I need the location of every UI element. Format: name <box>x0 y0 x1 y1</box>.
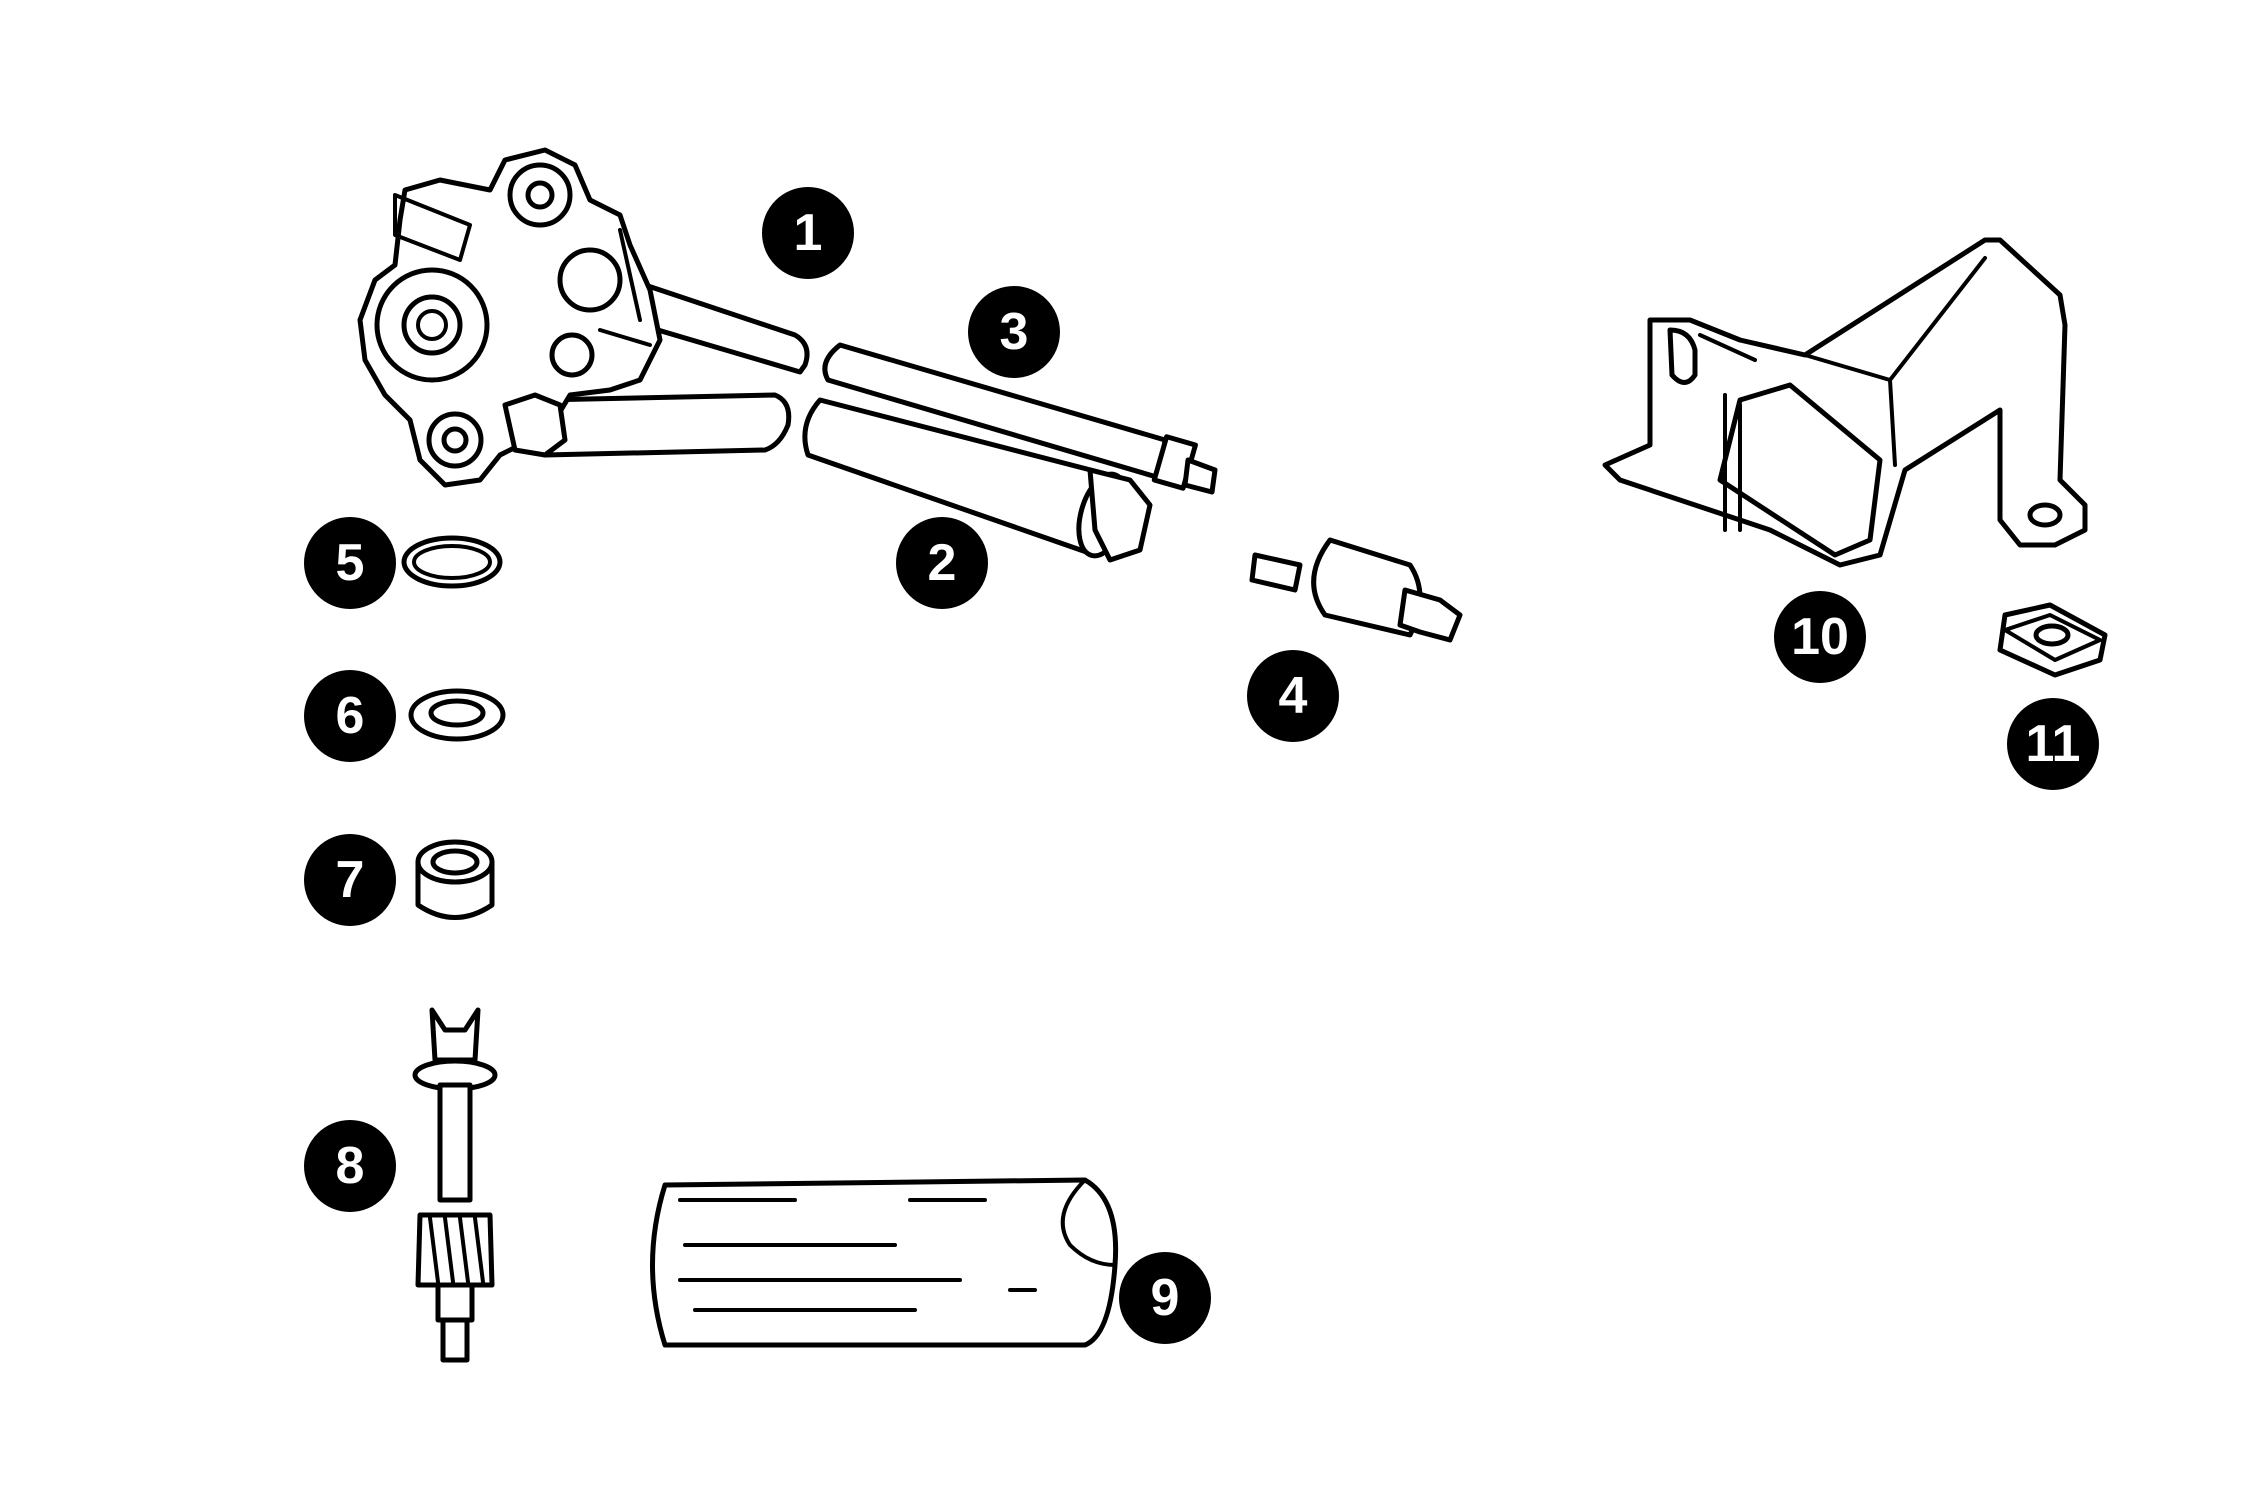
callout-7-label: 7 <box>336 851 365 909</box>
bracket-mount-hole <box>2027 502 2063 528</box>
part-o-ring <box>401 535 503 589</box>
gear-tip <box>440 1317 470 1363</box>
callout-11-circle <box>2007 698 2099 790</box>
bracket-side-strip <box>1723 393 1742 532</box>
bracket-front-tab <box>1717 382 1883 558</box>
part-square-nut <box>1997 602 2108 678</box>
bracket-hook <box>1667 327 1698 385</box>
part-drive-gear <box>412 1007 498 1363</box>
callout-3-circle <box>968 286 1060 378</box>
callout-3-label: 3 <box>1000 303 1029 361</box>
gear-top-tang <box>429 1007 481 1063</box>
pump-upper-bolt <box>557 247 623 313</box>
callout-5: 5 <box>304 517 396 609</box>
callout-9-label: 9 <box>1151 1269 1180 1327</box>
sleeve-body <box>650 1177 1119 1348</box>
callout-11-label: 11 <box>2026 715 2081 773</box>
washer-hole <box>428 698 486 728</box>
callout-4: 4 <box>1247 650 1339 742</box>
lower-hose-tube <box>802 397 1113 558</box>
filter-outlet-nozzle <box>1397 587 1463 643</box>
callout-2-circle <box>896 517 988 609</box>
gear-lower-shaft <box>435 1282 475 1323</box>
sleeve-end-line <box>1060 1178 1117 1267</box>
pump-lower-hose <box>537 392 792 458</box>
pump-housing <box>357 147 663 488</box>
callout-6: 6 <box>304 670 396 762</box>
callout-3: 3 <box>968 286 1060 378</box>
nut-hole <box>2033 623 2071 647</box>
callout-1-circle <box>762 187 854 279</box>
part-lower-oil-hose <box>802 397 1153 563</box>
part-tank-bracket <box>1602 237 2088 568</box>
o-ring-inner <box>412 544 492 580</box>
callout-1: 1 <box>762 187 854 279</box>
callout-8-label: 8 <box>336 1137 365 1195</box>
callout-4-circle <box>1247 650 1339 742</box>
callout-11: 11 <box>2007 698 2099 790</box>
bracket-fold-line <box>1698 256 1987 467</box>
callout-5-circle <box>304 517 396 609</box>
part-washer <box>408 688 506 742</box>
upper-hose-nozzle <box>1182 457 1218 495</box>
callout-8-circle <box>304 1120 396 1212</box>
pump-detail-line <box>598 228 652 347</box>
pump-main-bolt-inner <box>416 309 448 341</box>
callout-10-label: 10 <box>1791 608 1849 666</box>
part-bushing <box>415 839 495 920</box>
filter-body <box>1311 537 1423 638</box>
upper-hose-tube <box>822 342 1168 481</box>
callout-10-circle <box>1774 591 1866 683</box>
part-fuel-filter <box>1249 537 1463 643</box>
callout-7-circle <box>304 834 396 926</box>
callout-7: 7 <box>304 834 396 926</box>
callout-9: 9 <box>1119 1252 1211 1344</box>
callout-2-label: 2 <box>928 534 957 592</box>
pump-banjo-fitting <box>549 332 595 378</box>
callout-10: 10 <box>1774 591 1866 683</box>
pump-top-lug-hole <box>525 180 555 210</box>
callout-6-circle <box>304 670 396 762</box>
callout-4-label: 4 <box>1279 667 1308 725</box>
pump-lever <box>393 193 472 262</box>
callout-9-circle <box>1119 1252 1211 1344</box>
nut-top-face <box>2003 613 2102 662</box>
callout-8: 8 <box>304 1120 396 1212</box>
callout-2: 2 <box>896 517 988 609</box>
pump-bottom-lug-hole <box>441 426 469 454</box>
part-oil-pump <box>357 147 810 488</box>
gear-shaft <box>437 1082 473 1203</box>
filter-inlet-nozzle <box>1249 552 1303 593</box>
pump-main-bolt <box>401 294 463 356</box>
part-upper-oil-hose <box>822 342 1218 495</box>
lower-hose-clamp <box>1087 467 1153 563</box>
bushing-bore <box>430 848 480 876</box>
pump-hose-clamp <box>502 392 568 458</box>
callout-1-label: 1 <box>794 204 823 262</box>
part-sleeve <box>650 1177 1119 1348</box>
gear-teeth-lines <box>428 1216 485 1284</box>
callout-5-label: 5 <box>336 534 365 592</box>
callout-6-label: 6 <box>336 687 365 745</box>
